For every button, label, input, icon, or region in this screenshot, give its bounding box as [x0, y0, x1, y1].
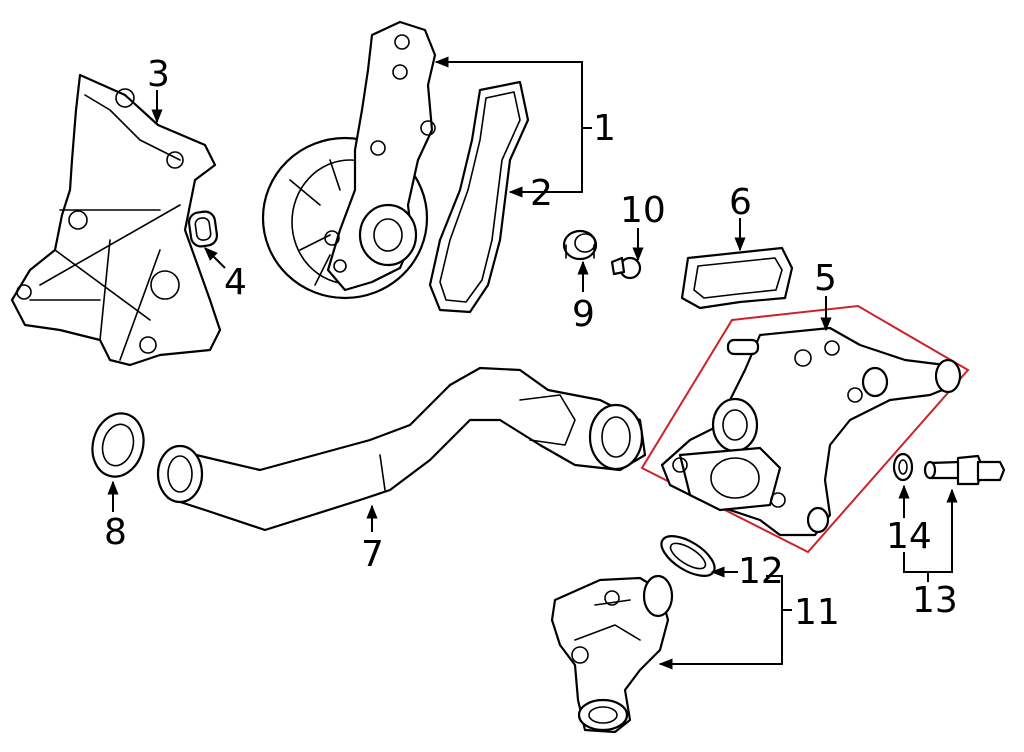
- callout-4: 4: [224, 262, 247, 303]
- callout-6: 6: [729, 182, 752, 223]
- callout-9: 9: [572, 294, 595, 335]
- part-4-gasket[interactable]: [187, 210, 219, 248]
- part-13-sensor[interactable]: [923, 454, 1006, 486]
- callout-labels: 1 2 3 4 5 6 7 8 9 10 11 12 13 14: [104, 54, 958, 633]
- part-2-gasket[interactable]: [428, 80, 530, 314]
- callout-11: 11: [794, 592, 840, 633]
- part-3-bracket[interactable]: [10, 73, 222, 367]
- callout-12: 12: [738, 551, 784, 592]
- part-11-thermostat[interactable]: [550, 574, 674, 734]
- part-9-plug[interactable]: [562, 229, 598, 261]
- part-5-thermostat-housing[interactable]: [660, 326, 962, 537]
- callout-14: 14: [886, 516, 932, 557]
- callout-13: 13: [912, 580, 958, 621]
- callout-8: 8: [104, 512, 127, 553]
- part-8-o-ring[interactable]: [86, 408, 151, 483]
- callout-10: 10: [620, 190, 666, 231]
- callout-5: 5: [814, 258, 837, 299]
- callout-2: 2: [530, 173, 553, 214]
- callout-1: 1: [593, 108, 616, 149]
- callout-3: 3: [147, 54, 170, 95]
- callout-7: 7: [361, 534, 384, 575]
- leader-lines: [107, 56, 958, 670]
- part-12-seal[interactable]: [655, 528, 721, 584]
- part-1-water-pump[interactable]: [261, 20, 437, 300]
- part-14-washer[interactable]: [892, 452, 914, 482]
- part-7-hose[interactable]: [156, 366, 647, 532]
- part-6-gasket[interactable]: [680, 246, 794, 310]
- part-10-bolt[interactable]: [610, 256, 642, 280]
- part-5-highlight-outline: [640, 304, 970, 554]
